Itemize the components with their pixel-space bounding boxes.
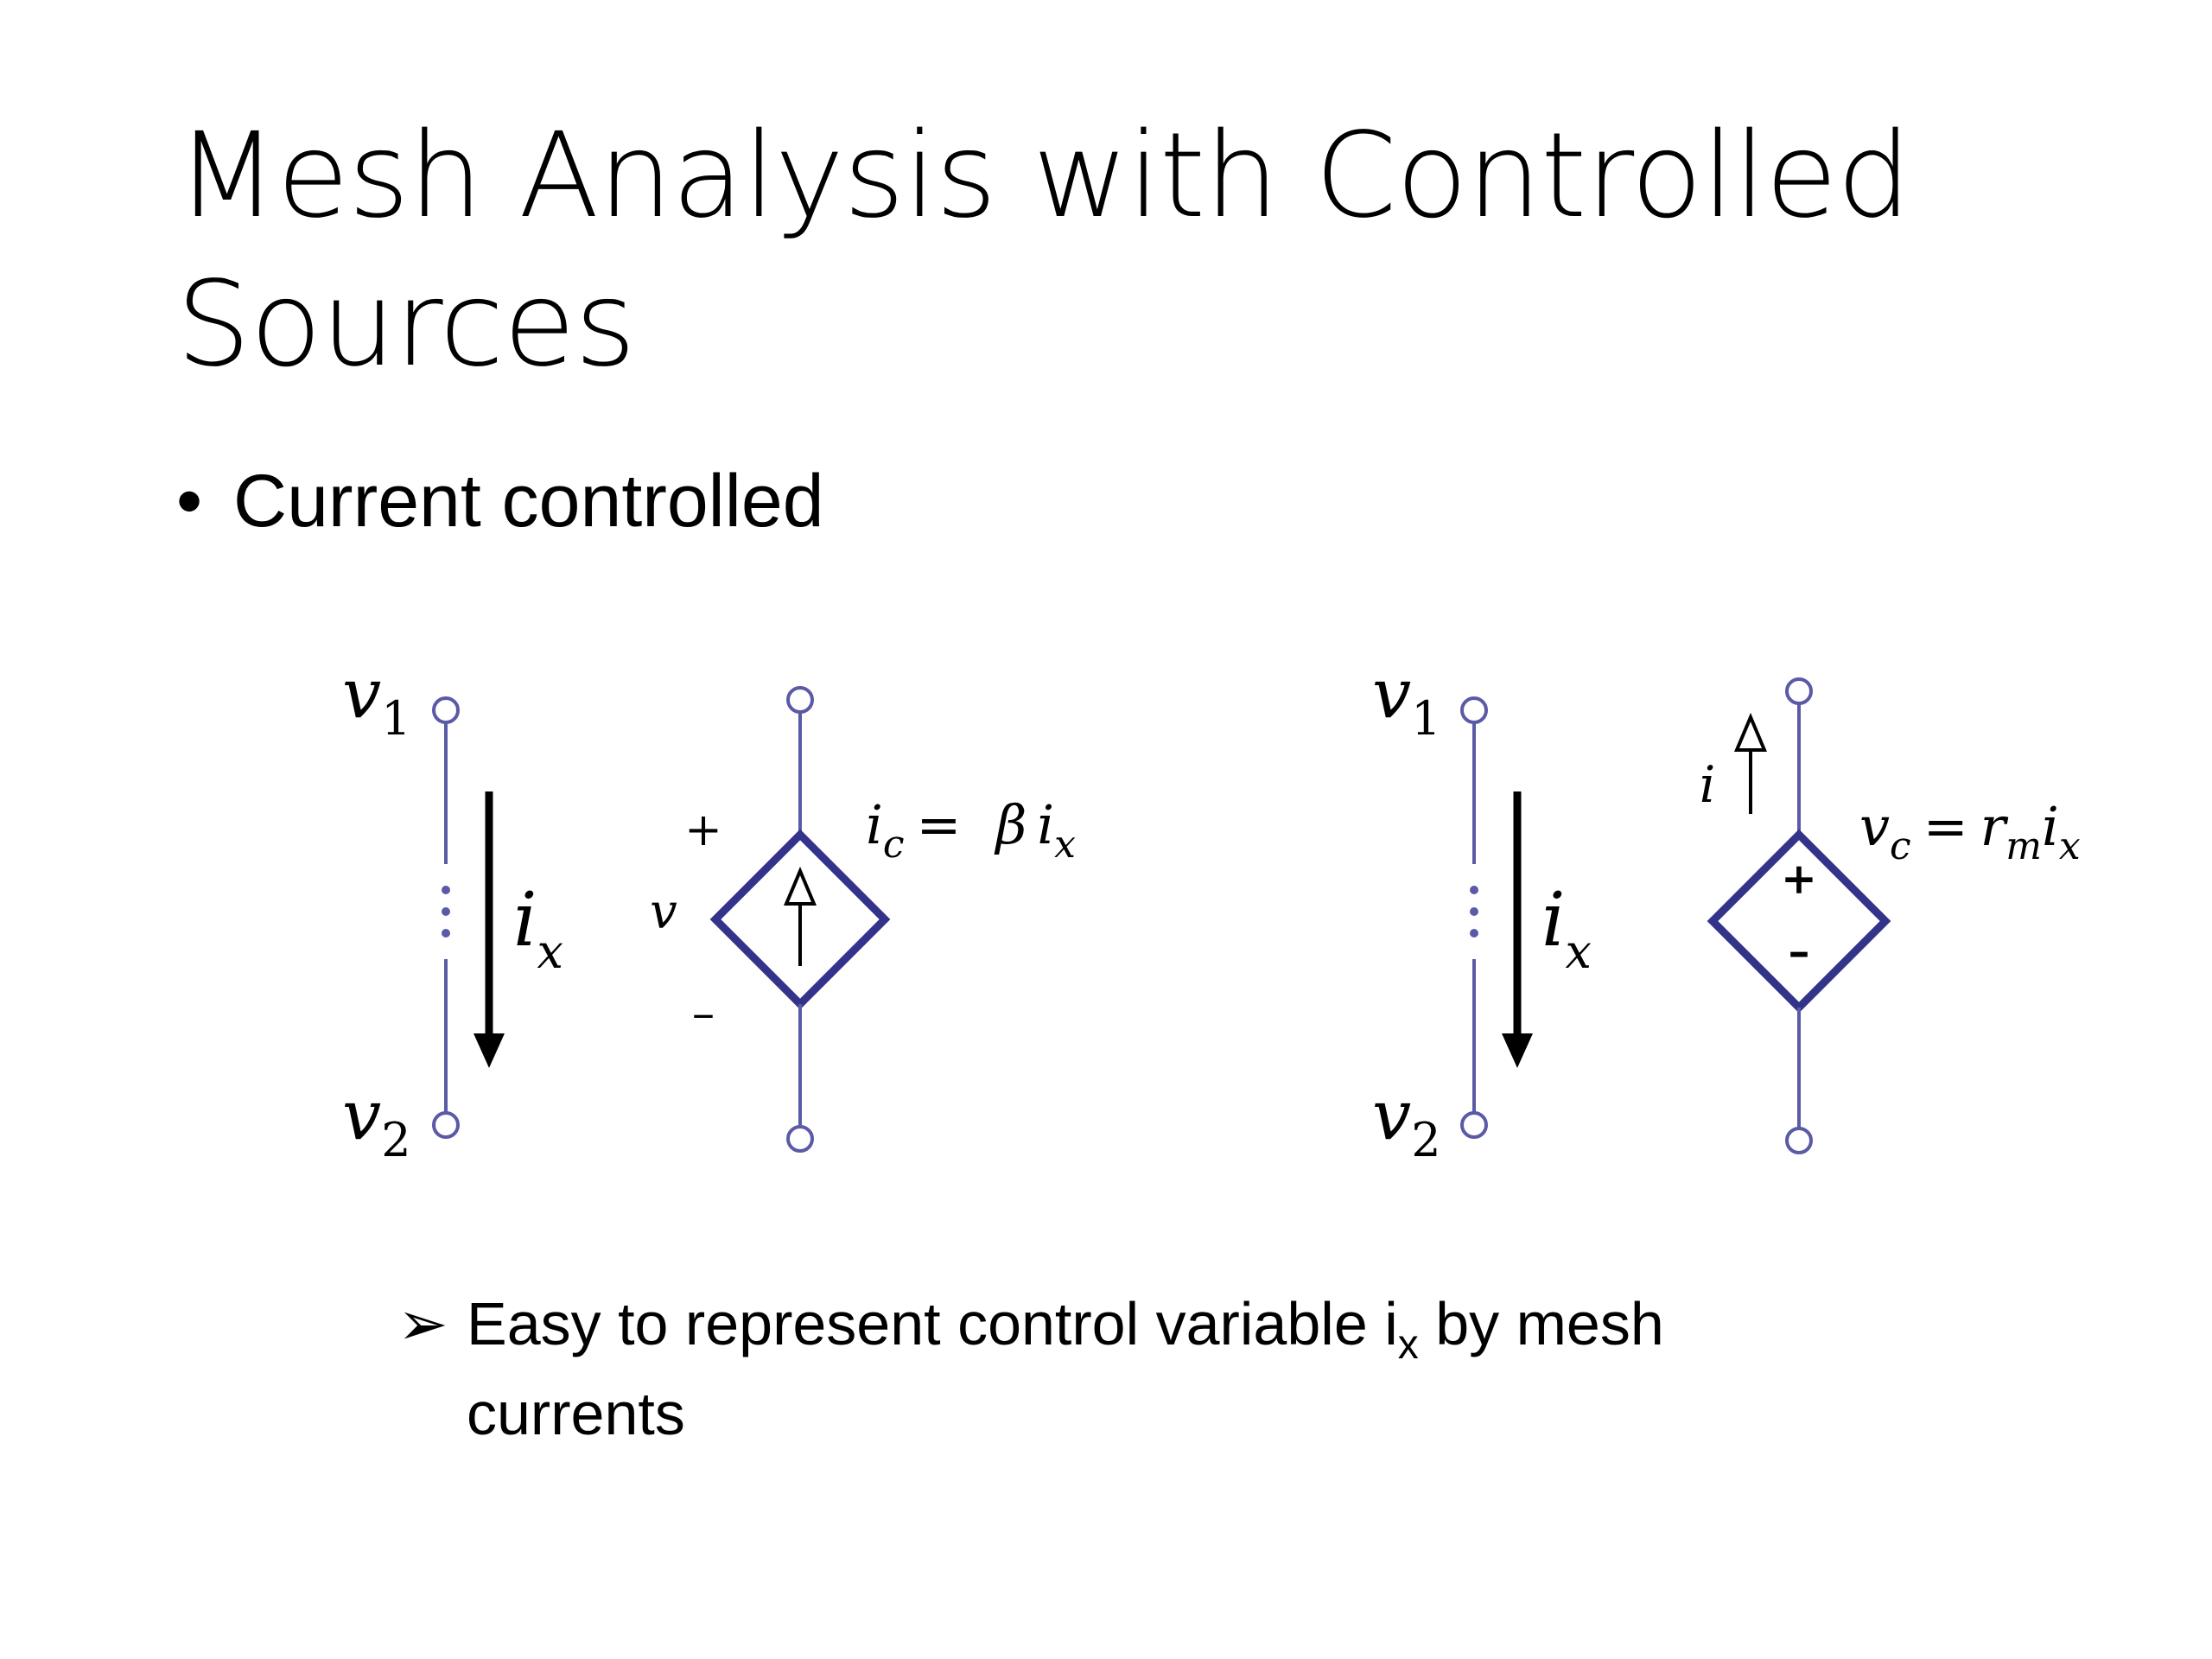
sub-bullet-subscript: x — [1397, 1322, 1419, 1368]
left-branch-bottom-terminal — [432, 1111, 460, 1139]
cccs-top-terminal — [786, 686, 814, 714]
sub-bullet-text-before: Easy to represent control variable i — [467, 1290, 1398, 1357]
cccs-bottom-terminal — [786, 1125, 814, 1153]
left-node-bottom-label: v2 — [342, 1075, 411, 1167]
ccvs-bottom-terminal — [1785, 1127, 1813, 1154]
cccs-minus-sign: – — [692, 988, 715, 1039]
slide-title: Mesh Analysis with Controlled Sources — [176, 108, 1911, 393]
bullet-marker: • — [176, 460, 203, 543]
left-current-arrow-head — [474, 1033, 505, 1068]
left-branch-dot-1 — [442, 886, 450, 894]
ccvs-current-label: i — [1700, 755, 1716, 814]
left-current-label: ix — [513, 877, 563, 979]
right-branch-dot-3 — [1470, 929, 1478, 938]
ccvs-plus-sign: + — [1781, 853, 1817, 904]
bullet-item: • Current controlled — [176, 449, 824, 553]
left-branch: v1 v2 ix — [342, 653, 563, 1167]
right-node-bottom-label: v2 — [1372, 1075, 1441, 1167]
right-branch-dot-1 — [1470, 886, 1478, 894]
cccs-voltage-label: v — [650, 884, 677, 940]
right-current-label: ix — [1541, 877, 1592, 979]
right-current-arrow-head — [1502, 1033, 1533, 1068]
bullet-text: Current controlled — [233, 460, 824, 543]
right-branch-bottom-terminal — [1460, 1111, 1488, 1139]
ccvs-top-terminal — [1785, 677, 1813, 705]
up-arrow-icon — [783, 866, 817, 906]
right-branch-dot-2 — [1470, 907, 1478, 916]
ccvs-source: + – i vc=rmix — [1700, 677, 2081, 1154]
sub-bullet-text: Easy to represent control variable ix by… — [467, 1279, 1866, 1459]
sub-bullet-text-after: by mesh currents — [467, 1290, 1664, 1447]
right-node-top-label: v1 — [1372, 653, 1441, 746]
left-node-top-label: v1 — [342, 653, 411, 746]
arrow-bullet-icon: ➢ — [397, 1290, 448, 1357]
right-branch: v1 v2 ix — [1372, 653, 1592, 1167]
left-branch-top-terminal — [432, 696, 460, 724]
sub-bullet-item: ➢ Easy to represent control variable ix … — [397, 1279, 1866, 1459]
left-branch-dot-2 — [442, 907, 450, 916]
ccvs-equation: vc=rmix — [1859, 795, 2081, 868]
up-arrow-icon — [1733, 712, 1768, 752]
left-branch-dot-3 — [442, 929, 450, 938]
ccvs-minus-sign: – — [1789, 925, 1810, 976]
cccs-plus-sign: + — [684, 804, 722, 856]
right-branch-top-terminal — [1460, 696, 1488, 724]
